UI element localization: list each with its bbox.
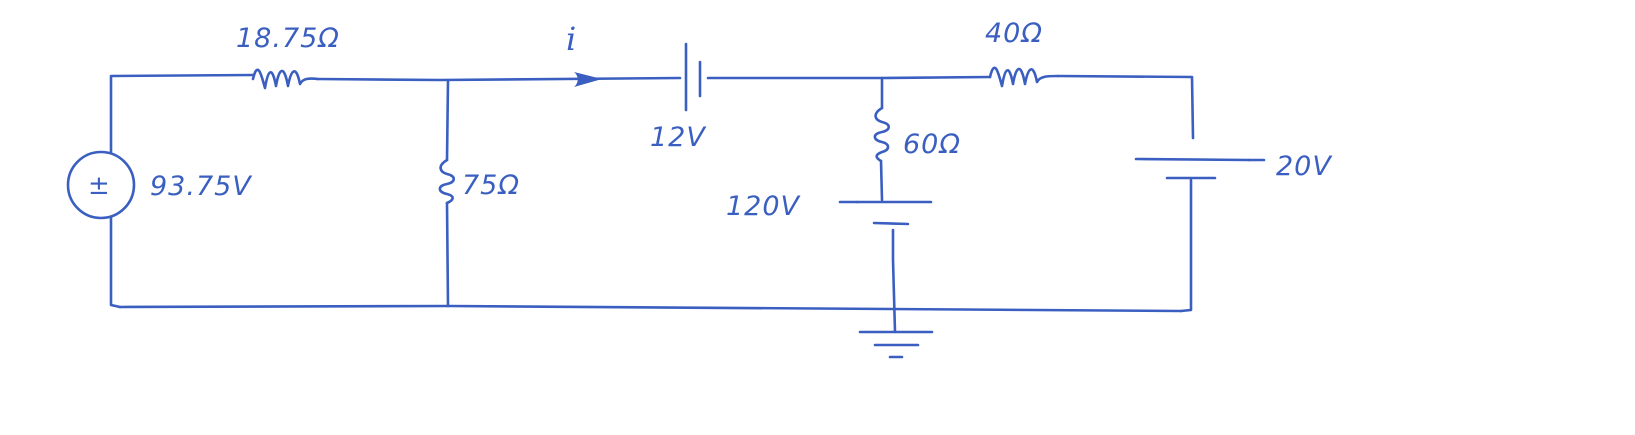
wire-middle-link	[879, 159, 884, 202]
wire-shunt-upper	[445, 78, 450, 162]
wire-bottom-rail	[118, 304, 1183, 313]
label-current: i	[566, 20, 576, 58]
label-middle-resistance: 60Ω	[903, 129, 961, 160]
label-series-resistance: 18.75Ω	[236, 23, 340, 54]
battery-middle-short-plate	[872, 221, 910, 226]
circuit-ink	[66, 42, 1266, 359]
resistor-shunt	[438, 158, 456, 205]
wire-top-right	[1056, 74, 1195, 140]
label-series-battery-voltage: 12V	[650, 122, 707, 153]
wire-left-lower	[109, 216, 122, 309]
ground-icon	[858, 330, 934, 359]
wire-top-right-left	[880, 75, 992, 80]
resistor-middle	[873, 106, 891, 163]
label-right-battery-voltage: 20V	[1276, 151, 1333, 182]
wire-right-lower	[1179, 178, 1193, 313]
voltage-source-circle	[66, 150, 136, 220]
label-shunt-resistance: 75Ω	[462, 170, 520, 201]
resistor-top-right	[988, 66, 1060, 88]
wire-shunt-lower	[445, 201, 450, 308]
label-source-voltage: 93.75V	[150, 171, 253, 202]
battery-right-long-plate	[1134, 157, 1251, 162]
wire-top-left	[109, 73, 255, 155]
wire-middle-lower	[891, 228, 897, 334]
label-top-right-resistance: 40Ω	[985, 18, 1043, 49]
source-polarity-icon: ±	[88, 171, 110, 201]
wire-top-middle	[316, 76, 682, 82]
current-arrow-icon	[574, 72, 602, 87]
resistor-series	[251, 68, 320, 90]
label-middle-battery-voltage: 120V	[726, 191, 802, 222]
